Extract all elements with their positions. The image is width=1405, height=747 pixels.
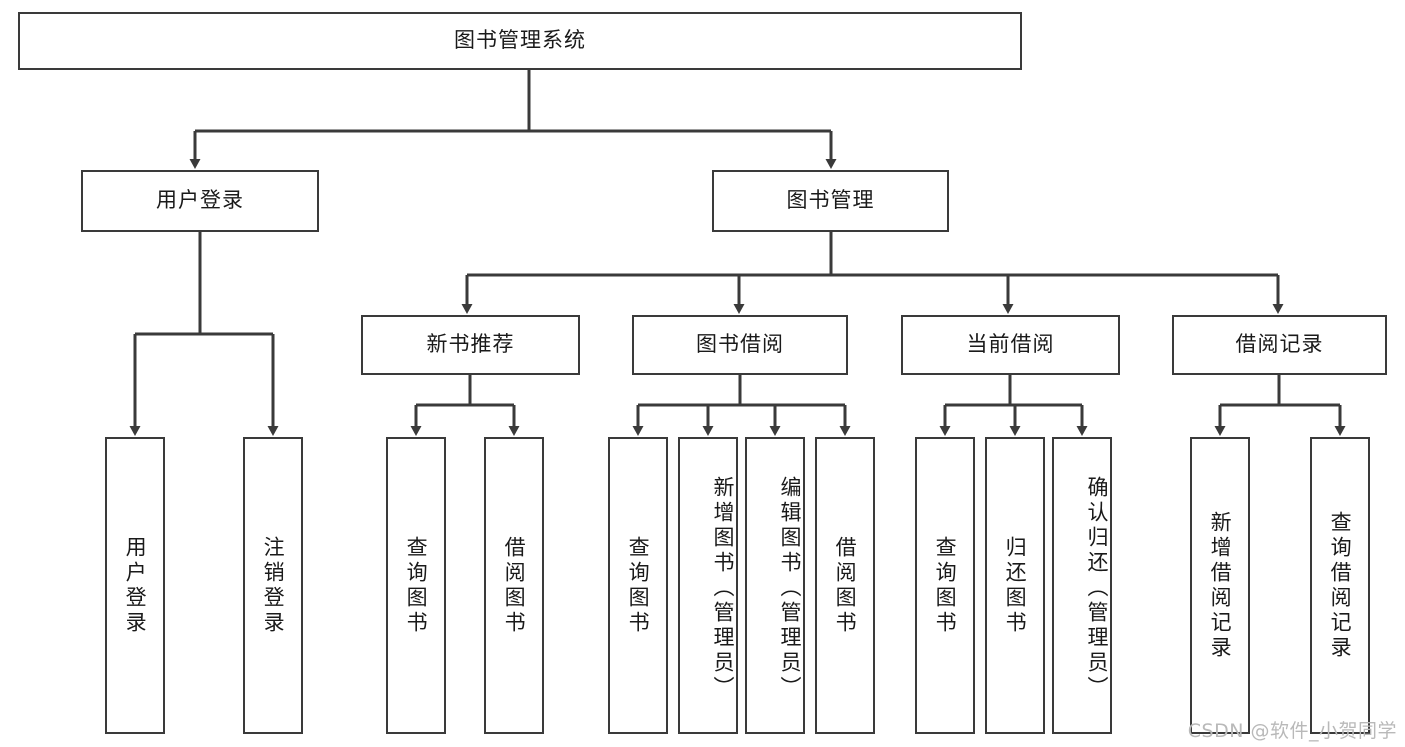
node-new-book-recommend[interactable]: 新书推荐 [361,315,580,375]
node-user-login[interactable]: 用户登录 [81,170,319,232]
leaf-borrow-book-recommend-label: 借阅图书 [502,535,527,636]
node-root-label: 图书管理系统 [454,28,586,53]
node-borrow-record[interactable]: 借阅记录 [1172,315,1387,375]
leaf-logout[interactable]: 注销登录 [243,437,303,734]
leaf-return-book-label: 归还图书 [1003,535,1028,636]
leaf-return-book[interactable]: 归还图书 [985,437,1045,734]
node-root[interactable]: 图书管理系统 [18,12,1022,70]
node-borrow-record-label: 借阅记录 [1235,332,1324,357]
node-new-book-recommend-label: 新书推荐 [426,332,515,357]
leaf-query-book-recommend[interactable]: 查询图书 [386,437,446,734]
leaf-add-book-admin-label: 新增图书（管理员） [711,476,735,701]
leaf-query-book-current[interactable]: 查询图书 [915,437,975,734]
leaf-query-borrow-record[interactable]: 查询借阅记录 [1310,437,1370,734]
node-book-management[interactable]: 图书管理 [712,170,949,232]
leaf-edit-book-admin-label: 编辑图书（管理员） [778,476,802,701]
leaf-query-borrow-record-label: 查询借阅记录 [1328,510,1353,661]
leaf-user-login-label: 用户登录 [123,535,148,636]
leaf-query-book-recommend-label: 查询图书 [404,535,429,636]
leaf-lend-book-label: 借阅图书 [833,535,858,636]
leaf-query-book-current-label: 查询图书 [933,535,958,636]
node-book-borrow[interactable]: 图书借阅 [632,315,848,375]
leaf-query-book-borrow[interactable]: 查询图书 [608,437,668,734]
leaf-add-borrow-record[interactable]: 新增借阅记录 [1190,437,1250,734]
leaf-add-book-admin[interactable]: 新增图书（管理员） [678,437,738,734]
leaf-edit-book-admin[interactable]: 编辑图书（管理员） [745,437,805,734]
node-book-borrow-label: 图书借阅 [696,332,784,357]
node-book-management-label: 图书管理 [786,188,875,213]
leaf-lend-book[interactable]: 借阅图书 [815,437,875,734]
leaf-query-book-borrow-label: 查询图书 [626,535,651,636]
leaf-confirm-return-admin-label: 确认归还（管理员） [1085,476,1109,701]
leaf-borrow-book-recommend[interactable]: 借阅图书 [484,437,544,734]
node-user-login-label: 用户登录 [156,188,244,213]
leaf-add-borrow-record-label: 新增借阅记录 [1208,510,1233,661]
leaf-confirm-return-admin[interactable]: 确认归还（管理员） [1052,437,1112,734]
node-current-borrow[interactable]: 当前借阅 [901,315,1120,375]
watermark-text: CSDN @软件_小贺同学 [1187,720,1397,742]
leaf-user-login[interactable]: 用户登录 [105,437,165,734]
node-current-borrow-label: 当前借阅 [966,332,1055,357]
leaf-logout-label: 注销登录 [261,535,286,636]
